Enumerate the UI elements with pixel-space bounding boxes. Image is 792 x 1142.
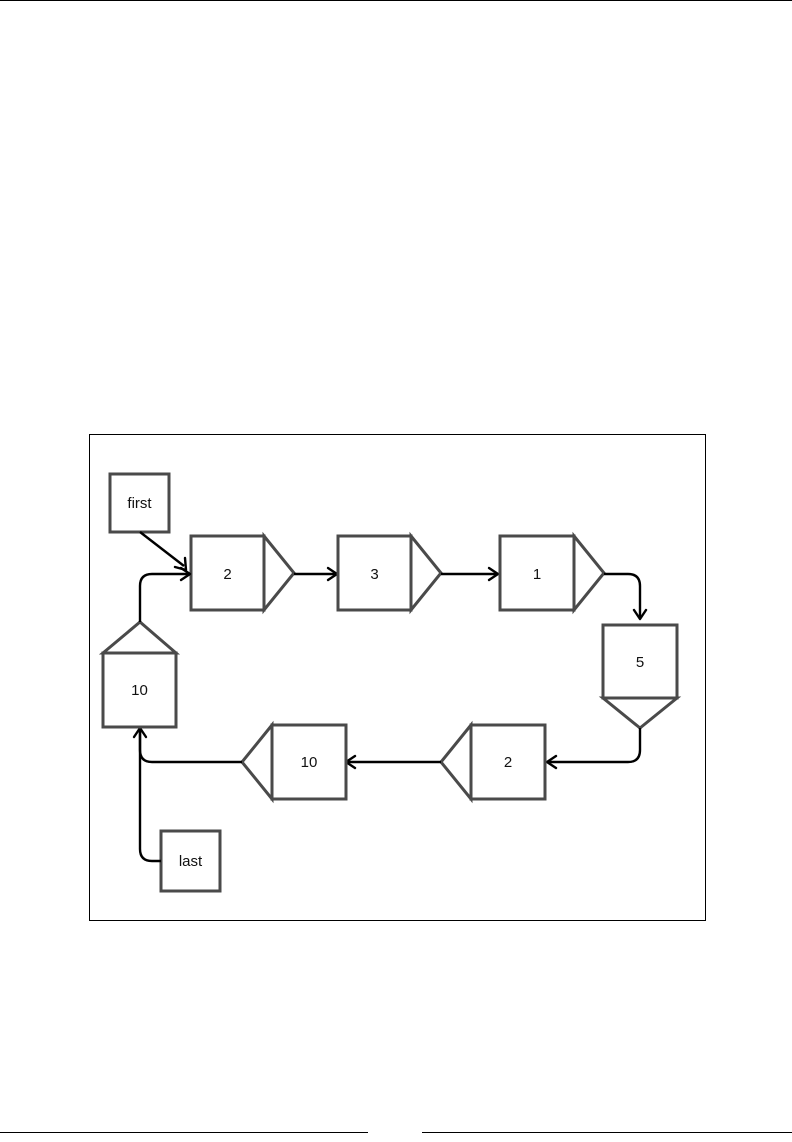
node-1-next-arrow-icon [264,536,294,610]
first-pointer: first [110,474,169,532]
list-node-2: 3 [338,536,441,610]
edge-first-to-node-1 [140,532,186,570]
node-7-value: 10 [131,682,148,699]
list-node-4: 5 [603,625,677,728]
edge-node-7-to-node-1 [140,568,190,622]
node-5-next-arrow-icon [441,725,471,799]
node-7-next-arrow-icon [103,622,176,653]
edge-node-3-to-node-4 [604,574,646,619]
node-3-next-arrow-icon [574,536,604,610]
list-node-5: 2 [441,725,545,799]
page-bottom-rule-right [422,1132,792,1133]
node-6-value: 10 [301,754,318,771]
last-pointer: last [161,831,220,891]
node-6-next-arrow-icon [242,725,272,799]
first-pointer-label: first [127,495,152,512]
node-1-value: 2 [223,566,231,583]
edge-last-to-node-7 [140,729,161,861]
edge-node-4-to-node-5 [547,728,640,768]
node-4-value: 5 [636,654,644,671]
list-node-1: 2 [191,536,294,610]
list-node-3: 1 [500,536,604,610]
last-pointer-label: last [179,853,203,870]
list-node-7: 10 [103,622,176,727]
edge-node-2-to-node-3 [441,568,498,580]
edge-node-6-to-node-7 [134,728,242,762]
node-2-value: 3 [370,566,378,583]
page-bottom-rule-left [0,1132,368,1133]
node-5-value: 2 [504,754,512,771]
node-4-next-arrow-icon [603,698,677,728]
edge-node-5-to-node-6 [346,756,441,768]
node-3-value: 1 [533,566,541,583]
node-2-next-arrow-icon [411,536,441,610]
edge-node-1-to-node-2 [294,568,337,580]
list-node-6: 10 [242,725,346,799]
